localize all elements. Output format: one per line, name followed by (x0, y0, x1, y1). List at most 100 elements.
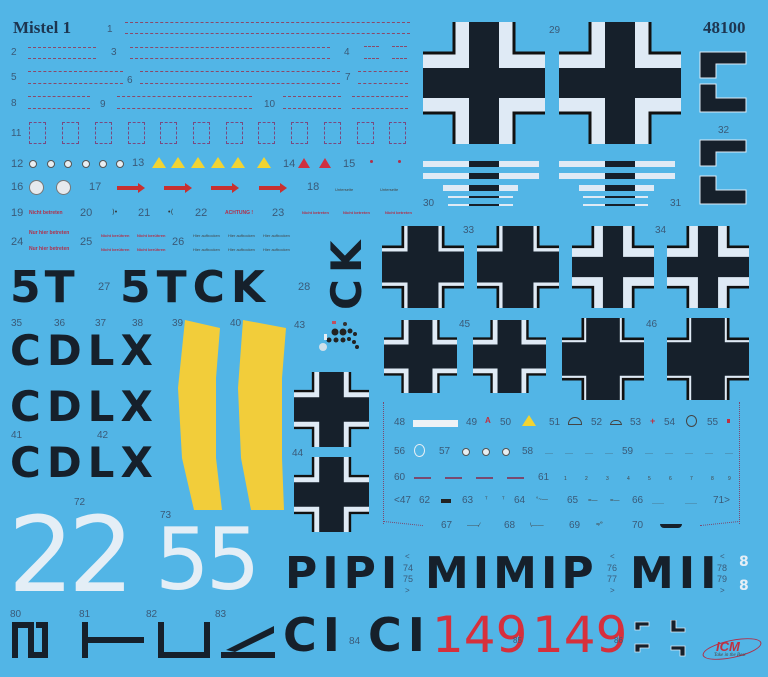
stencil-hier-aufbocken: Hier aufbocken (228, 247, 255, 252)
small-number: 9 (728, 476, 731, 482)
code-5tck: 5TCK (120, 262, 272, 313)
label-80: 80 (10, 609, 22, 620)
label-78: 78 (717, 563, 728, 573)
stencil-nicht-betreten: Nicht betreten (343, 210, 370, 215)
stencil-tiny: —— (645, 450, 653, 455)
stencil-tiny: ——— (685, 500, 697, 505)
stencil-tiny: —— (605, 450, 613, 455)
logo-text: ICM (716, 639, 740, 654)
label-5: 5 (11, 72, 17, 83)
label-76: 76 (607, 563, 618, 573)
stencil-tiny: =— (610, 498, 620, 504)
warning-triangle-icon (298, 158, 310, 168)
label-75: 75 (403, 574, 414, 584)
dome-small-icon (610, 420, 622, 425)
label-30: 30 (423, 198, 435, 209)
dashed-panel-box (193, 122, 210, 144)
fuel-disk-icon (82, 160, 90, 168)
stencil-line-4d (392, 58, 407, 59)
red-mark-icon (727, 419, 730, 423)
small-number: 5 (648, 476, 651, 482)
code-ci: CI (283, 608, 346, 662)
label-26: 26 (172, 236, 185, 248)
label-71: 71> (713, 495, 730, 506)
label-8: 8 (11, 98, 17, 109)
fuel-triangle-icon (257, 157, 271, 168)
code-mii: MII (630, 548, 722, 599)
label-57: 57 (439, 446, 451, 457)
small-number: 2 (585, 476, 588, 482)
stencil-line-10a (283, 96, 341, 97)
red-arrow-icon (117, 183, 145, 193)
stencil-line-10b (283, 108, 341, 109)
label-18: 18 (307, 181, 320, 193)
bracket-left (383, 402, 384, 524)
balkenkreuz-medium (667, 226, 749, 308)
stencil-tiny: =— (588, 498, 598, 504)
mark-icon (441, 499, 451, 503)
label-52: 52 (591, 417, 603, 428)
stencil-nicht-beruhren: Nicht berühren (101, 233, 130, 238)
code-149-red: 149 (432, 606, 528, 664)
label-15: 15 (343, 158, 356, 170)
label-7: 7 (345, 72, 351, 83)
code-cdlx: CDLX (10, 382, 159, 431)
small-number: 6 (669, 476, 672, 482)
wing-stripe-decals (423, 161, 675, 206)
label-56: 56 (394, 446, 406, 457)
stencil-small: Unterseite (335, 187, 354, 192)
stencil-nicht-beruhren: Nicht berühren (101, 247, 130, 252)
stencil-tiny: \—— (530, 523, 544, 529)
fuel-disk-icon (482, 448, 490, 456)
label-11: 11 (11, 128, 22, 139)
stencil-nicht-betreten: Nicht betreten (29, 210, 63, 216)
stencil-line-3a (130, 47, 330, 48)
stencil-line-4a (364, 46, 379, 47)
code-8-white: 8 (739, 554, 749, 570)
label-9: 9 (100, 99, 106, 110)
bracket-bottom-left (383, 520, 423, 527)
stencil-tiny: —— (565, 450, 573, 455)
fuel-disk-icon (29, 160, 37, 168)
label-32: 32 (718, 125, 730, 136)
catalog-number: 48100 (703, 18, 746, 37)
mark-icon: ⟩• (112, 209, 118, 216)
balkenkreuz-medium (572, 226, 654, 308)
small-number: 8 (711, 476, 714, 482)
ring-icon (686, 415, 697, 427)
label-50: 50 (500, 417, 512, 428)
stencil-line-4b (364, 58, 379, 59)
balkenkreuz-small (667, 318, 749, 400)
small-number: 1 (564, 476, 567, 482)
label-81: 81 (79, 609, 91, 620)
red-dot-icon (398, 160, 401, 163)
arrow-lt: < (405, 552, 410, 561)
label-21: 21 (138, 207, 151, 219)
fuel-disk-icon (64, 160, 72, 168)
warning-triangle-icon (319, 158, 331, 168)
label-43: 43 (294, 320, 306, 331)
fuel-triangle-icon (171, 157, 185, 168)
stencil-tiny: ᵀ (502, 497, 505, 503)
black-strip-decal (660, 524, 682, 528)
mark-icon: •⟨ (168, 209, 174, 216)
stencil-tiny: ——— (652, 500, 664, 505)
stencil-line-10d (352, 108, 408, 109)
stencil-nicht-betreten: Nicht betreten (302, 210, 329, 215)
dashed-panel-box (226, 122, 243, 144)
label-55: 55 (707, 417, 719, 428)
label-47: <47 (394, 495, 411, 506)
wheel-hub-icon (29, 180, 44, 195)
label-29: 29 (549, 25, 561, 36)
stencil-tiny: ᵀ (485, 497, 488, 503)
label-14: 14 (283, 158, 296, 170)
code-55-white: 55 (155, 510, 260, 610)
label-12: 12 (11, 158, 24, 170)
stencil-tiny: =⁄° (596, 522, 603, 528)
balkenkreuz-large (559, 22, 681, 144)
balkenkreuz-small (473, 320, 546, 393)
stencil-nur-hier: Nur hier betreten (29, 230, 70, 236)
stencil-bar (476, 477, 493, 479)
label-2: 2 (11, 47, 17, 58)
